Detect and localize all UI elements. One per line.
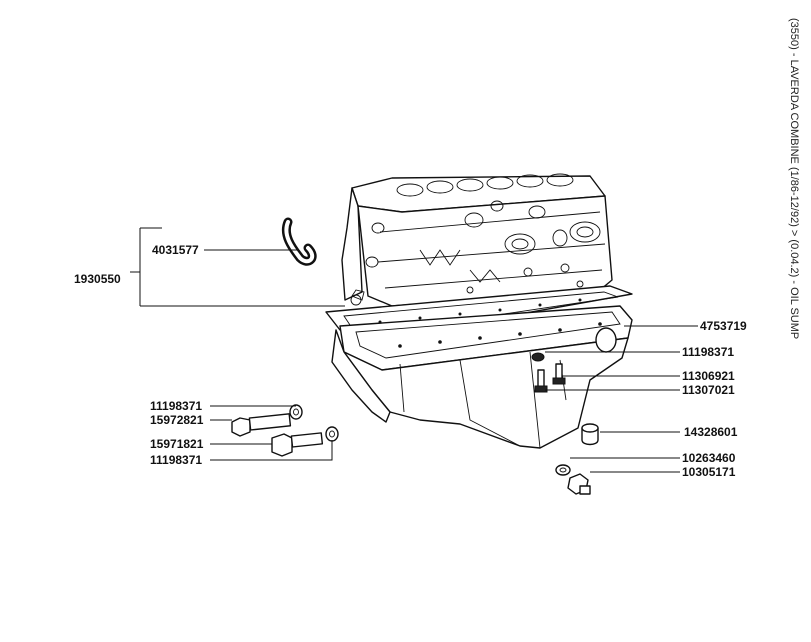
label-washer-top-left: 11198371 — [150, 399, 202, 413]
page-title: (3550) - LAVERDA COMBINE (1/86-12/92) > … — [788, 18, 800, 340]
label-stud-b: 11307021 — [682, 383, 735, 397]
plug — [581, 423, 599, 446]
label-washer-bottom-left: 11198371 — [150, 453, 202, 467]
drain-parts — [555, 464, 591, 495]
label-assembly: 1930550 — [74, 272, 121, 286]
left-bolts — [231, 404, 339, 457]
breather-hose — [282, 217, 317, 266]
label-stud-a: 11306921 — [682, 369, 735, 383]
label-bolt-long: 15972821 — [150, 413, 204, 427]
label-gasket: 4753719 — [700, 319, 747, 333]
label-bolt-short: 15971821 — [150, 437, 204, 451]
label-drain-washer: 10263460 — [682, 451, 736, 465]
leader-lines — [130, 227, 698, 473]
label-drain-bolt: 10305171 — [682, 465, 736, 479]
studs — [534, 363, 566, 393]
engine-block — [341, 173, 613, 307]
label-plug: 14328601 — [684, 425, 738, 439]
part-labels: 1930550 4031577 4753719 11198371 1130692… — [74, 243, 747, 479]
label-washer-right: 11198371 — [682, 345, 734, 359]
label-hose: 4031577 — [152, 243, 199, 257]
